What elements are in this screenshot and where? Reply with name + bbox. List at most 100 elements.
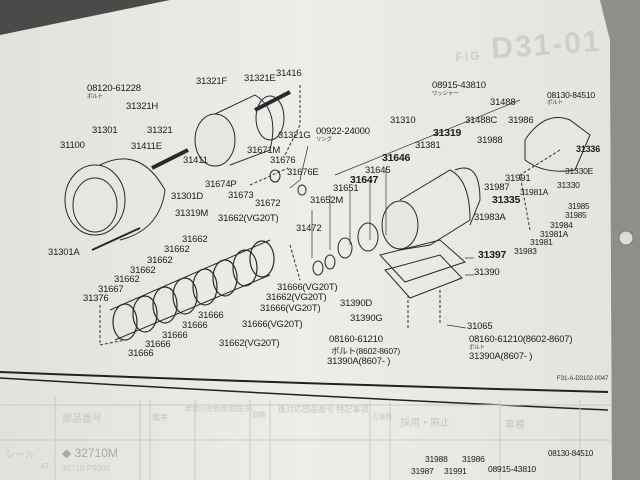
part-label: 31301A [48,247,80,258]
part-label: 31666 [145,339,171,350]
part-label: 31390A(8607- ) [469,351,533,362]
table-header: 希望小売価格(税抜き) [185,406,253,413]
part-label: 31986 [508,115,534,126]
part-label: 31672 [255,198,281,209]
part-label: 31674P [205,179,237,190]
part-label: 31319 [433,127,462,139]
part-note: ワッシャー [432,91,459,97]
figure-code: F31-A-D3102-0047 [557,376,609,382]
part-label: 31646 [382,152,411,164]
part-label: 31991 [505,173,531,184]
part-label: 31390D [340,298,373,309]
part-label: 08130-84510 [547,90,595,100]
part-label: 31988 [477,135,503,146]
part-label: 31390 [474,267,500,278]
table-cell: AT [40,462,50,471]
part-label: 31985 [565,211,587,220]
part-label: 31666 [198,310,224,321]
part-label: 31981A [540,229,569,239]
part-label: 31985 [568,202,590,211]
part-label: 31390G [350,313,383,324]
part-label: 08915-43810 [432,80,486,91]
part-label: 31381 [415,140,441,151]
part-label: 31981A [520,187,549,197]
part-label: 31321F [196,76,228,87]
part-label: 31411 [183,155,208,166]
part-label: 31986 [462,454,485,464]
part-label: 08160-61210 [329,334,383,345]
table-cell: ◆ 32710M [62,446,118,460]
part-label: 31662 [164,244,190,255]
part-note: ボルト [547,100,563,106]
part-label: 31376 [83,293,109,304]
part-label: 31645 [365,165,391,176]
part-label: 31662(VG20T) [266,292,327,303]
part-label: 31667 [98,284,124,295]
part-label: 31065 [467,321,493,332]
part-label: 31652M [310,195,344,206]
part-label: 31330 [557,180,580,190]
part-note: ボルト(8602-8607) [331,346,401,356]
table-header: 車種 [505,420,525,431]
table-header: 部品番号 [62,414,102,425]
part-label: 31411E [131,141,162,152]
part-label: 31987 [484,182,510,193]
part-label: 31666(VG20T) [260,303,321,314]
part-label: 31335 [492,194,521,206]
table-cell: シール [5,450,35,461]
part-label: 31330E [565,166,594,176]
table-cell: 32710-P9000 [62,464,111,473]
part-label: 31321H [126,101,159,112]
part-note: リング [316,137,332,143]
part-label: 31336 [576,144,601,154]
part-label: 31981 [530,237,553,247]
table-header: 備考 [152,413,168,422]
table-header: 後対応部品番号 特記事項 [278,405,369,414]
part-label: 31666 [182,320,208,331]
part-label: 31983 [514,246,537,256]
part-label: 31321G [278,130,311,141]
part-label: 31671M [247,145,281,156]
part-label: 08160-61210(8602-8607) [469,334,573,345]
part-label: 31488C [465,115,498,126]
part-label: 31673 [228,190,254,201]
part-label: 31662 [147,255,173,266]
part-label: 31662(VG20T) [218,213,279,224]
part-label: 08120-61228 [87,83,141,94]
part-label: 31662 [182,234,208,245]
part-label: 31647 [350,174,379,186]
part-note: ボルト [469,345,485,351]
part-label: 31301 [92,125,118,136]
part-label: 31662 [114,274,140,285]
part-label: 31416 [276,68,302,79]
part-label: 31390A(8607- ) [327,356,391,367]
part-label: 08130-84510 [548,449,593,458]
binder-ring [618,230,634,246]
part-label: 31662(VG20T) [219,338,280,349]
table-header: 採用・廃止 [400,418,450,429]
part-label: 31666 [128,348,154,359]
part-label: 31472 [296,223,322,234]
part-label: 31301D [171,191,204,202]
part-label: 31100 [60,140,85,151]
part-label: 31321E [244,73,276,84]
part-label: 31666(VG20T) [242,319,303,330]
part-label: 31983A [474,212,506,223]
part-label: 31488 [490,97,516,108]
table-header: 個数 [252,412,266,419]
part-label: 31651 [333,183,359,194]
part-label: 31676E [287,167,319,178]
part-label: 31666 [162,330,188,341]
part-label: 08915-43810 [488,464,536,474]
part-label: 31310 [390,115,416,126]
part-label: 00922-24000 [316,126,370,137]
paper [0,0,612,480]
part-label: 31987 [411,466,434,476]
part-note: ボルト [87,94,103,100]
table-header: 互換性 [372,414,393,421]
part-label: 31321 [147,125,173,136]
part-label: 31666(VG20T) [277,282,338,293]
part-label: 31676 [270,155,296,166]
